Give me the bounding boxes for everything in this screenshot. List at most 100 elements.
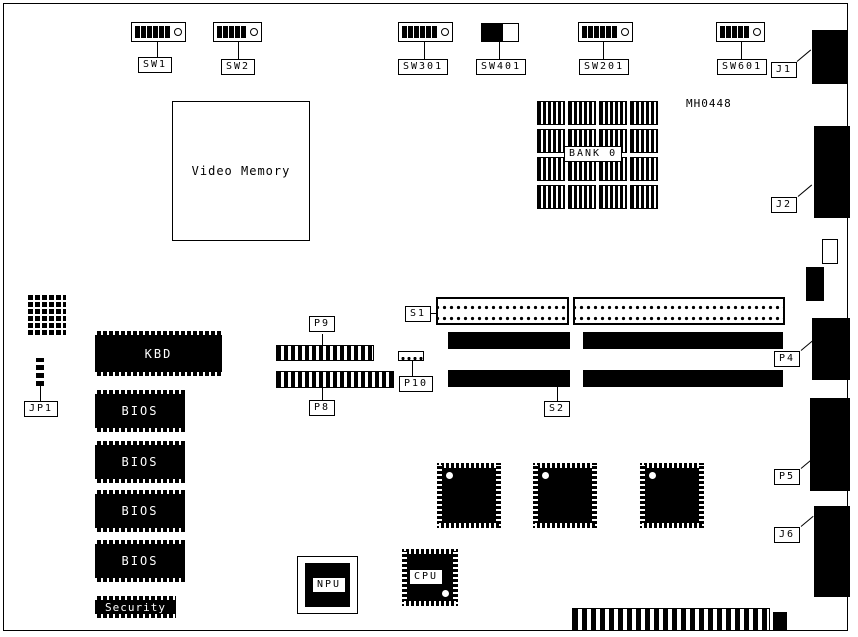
pin1-dot bbox=[649, 472, 656, 479]
leader-line bbox=[424, 42, 425, 59]
leader-line bbox=[741, 42, 742, 59]
video-memory-block: Video Memory bbox=[172, 101, 310, 241]
slot-s2-top-right bbox=[583, 332, 783, 349]
dip-cells bbox=[402, 26, 437, 38]
security-chip: Security bbox=[95, 596, 176, 618]
pin1-dot bbox=[542, 472, 549, 479]
header-p9 bbox=[276, 345, 374, 361]
label-npu: NPU bbox=[312, 577, 347, 593]
connector-j2 bbox=[814, 126, 850, 218]
dip-switch-sw601 bbox=[716, 22, 765, 42]
slot-s2-bottom-right bbox=[583, 370, 783, 387]
leader-line bbox=[40, 386, 41, 401]
memory-chip bbox=[537, 101, 565, 125]
qfp-chip-3 bbox=[640, 463, 704, 528]
leader-line bbox=[157, 42, 158, 57]
slot-s2-bottom-left bbox=[448, 370, 570, 387]
dip-hole bbox=[174, 28, 182, 36]
part-number: MH0448 bbox=[686, 97, 732, 110]
memory-chip bbox=[630, 157, 658, 181]
label-bank0: BANK 0 bbox=[564, 146, 623, 162]
label-p8: P8 bbox=[309, 400, 336, 416]
bios-chip-4: BIOS bbox=[95, 540, 185, 582]
dip-block bbox=[482, 24, 502, 41]
label-sw2: SW2 bbox=[221, 59, 256, 75]
label-cpu: CPU bbox=[409, 569, 444, 585]
bios-chip-2: BIOS bbox=[95, 441, 185, 483]
memory-chip bbox=[537, 157, 565, 181]
memory-chip bbox=[599, 101, 627, 125]
bios-label: BIOS bbox=[121, 455, 159, 469]
security-label: Security bbox=[105, 600, 166, 614]
pin1-dot bbox=[446, 472, 453, 479]
bios-label: BIOS bbox=[121, 404, 159, 418]
bottom-edge-block bbox=[773, 612, 787, 631]
label-s2: S2 bbox=[544, 401, 571, 417]
board-outline bbox=[3, 3, 848, 631]
memory-chip bbox=[568, 185, 596, 209]
dip-switch-sw2 bbox=[213, 22, 262, 42]
dip-switch-sw401 bbox=[481, 23, 519, 42]
leader-line bbox=[238, 42, 239, 59]
bios-chip-3: BIOS bbox=[95, 490, 185, 532]
label-j6: J6 bbox=[774, 527, 801, 543]
bios-label: BIOS bbox=[121, 554, 159, 568]
memory-chip bbox=[630, 185, 658, 209]
video-memory-label: Video Memory bbox=[191, 164, 291, 178]
dip-switch-sw201 bbox=[578, 22, 633, 42]
leader-line bbox=[499, 42, 500, 59]
dip-hole bbox=[753, 28, 761, 36]
connector-p4 bbox=[812, 318, 850, 380]
label-j2: J2 bbox=[771, 197, 798, 213]
memory-chip bbox=[630, 101, 658, 125]
kbd-chip: KBD bbox=[95, 331, 222, 376]
dip-cells bbox=[582, 26, 617, 38]
label-jp1: JP1 bbox=[24, 401, 59, 417]
memory-chip bbox=[599, 185, 627, 209]
header-p10 bbox=[398, 351, 424, 361]
leader-line bbox=[557, 387, 558, 401]
leader-line bbox=[429, 313, 436, 314]
edge-bracket bbox=[822, 239, 838, 264]
connector-j1 bbox=[812, 30, 848, 84]
dip-switch-sw301 bbox=[398, 22, 453, 42]
pga-package bbox=[28, 293, 66, 335]
label-sw301: SW301 bbox=[398, 59, 449, 75]
edge-connector-small bbox=[806, 267, 824, 301]
qfp-chip-1 bbox=[437, 463, 501, 528]
dip-block-empty bbox=[502, 24, 518, 41]
dip-hole bbox=[250, 28, 258, 36]
label-sw1: SW1 bbox=[138, 57, 173, 73]
memory-chip bbox=[630, 129, 658, 153]
memory-chip bbox=[537, 185, 565, 209]
label-p9: P9 bbox=[309, 316, 336, 332]
connector-j6 bbox=[814, 506, 850, 597]
leader-line bbox=[322, 388, 323, 400]
pin-connector-s1-left bbox=[436, 297, 569, 325]
pin1-dot bbox=[442, 590, 449, 597]
leader-line bbox=[412, 361, 413, 376]
connector-p5 bbox=[810, 398, 850, 491]
memory-chip bbox=[568, 101, 596, 125]
dip-cells bbox=[217, 26, 246, 38]
label-sw401: SW401 bbox=[476, 59, 527, 75]
pin-connector-s1-right bbox=[573, 297, 785, 325]
label-sw201: SW201 bbox=[579, 59, 630, 75]
label-p4: P4 bbox=[774, 351, 801, 367]
dip-cells bbox=[135, 26, 170, 38]
bottom-edge-connector bbox=[572, 608, 770, 631]
label-p5: P5 bbox=[774, 469, 801, 485]
label-s1: S1 bbox=[405, 306, 432, 322]
label-p10: P10 bbox=[399, 376, 434, 392]
dip-switch-sw1 bbox=[131, 22, 186, 42]
slot-s2-top-left bbox=[448, 332, 570, 349]
label-sw601: SW601 bbox=[717, 59, 768, 75]
qfp-chip-2 bbox=[533, 463, 597, 528]
bios-label: BIOS bbox=[121, 504, 159, 518]
dip-hole bbox=[441, 28, 449, 36]
memory-chip bbox=[537, 129, 565, 153]
kbd-label: KBD bbox=[144, 346, 173, 361]
header-p8 bbox=[276, 371, 394, 388]
dip-hole bbox=[621, 28, 629, 36]
